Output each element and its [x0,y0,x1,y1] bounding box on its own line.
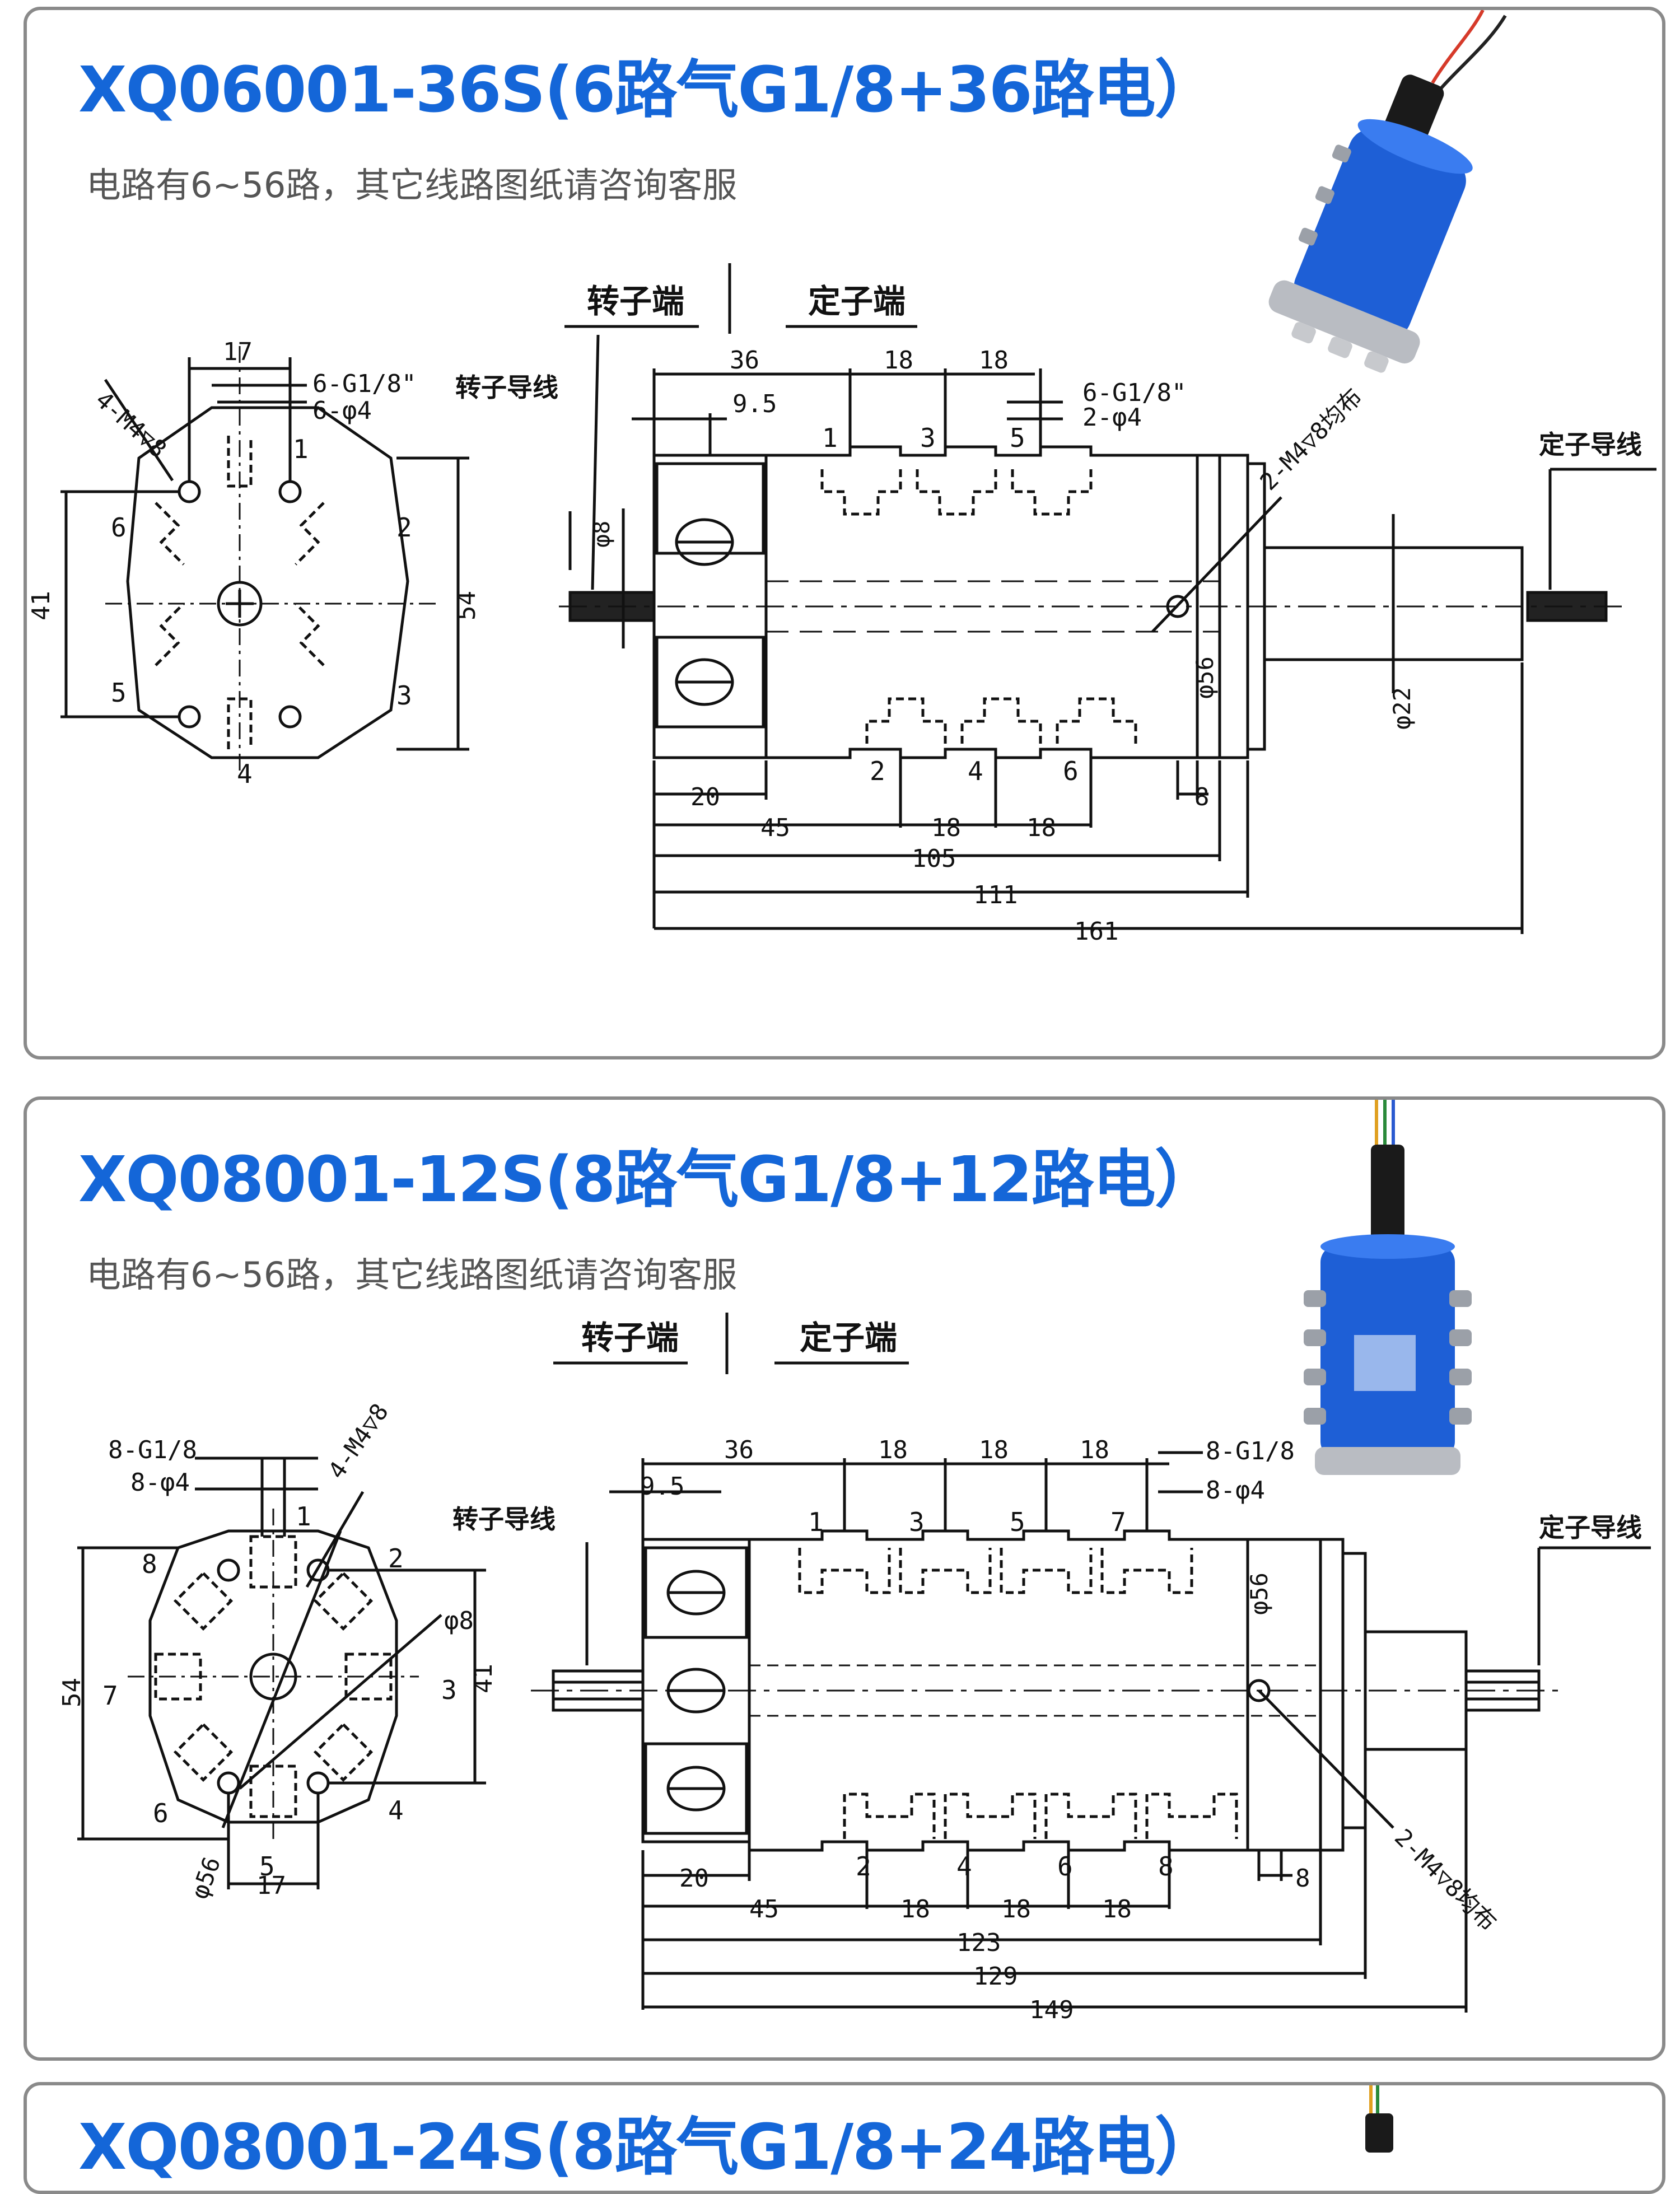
product-title: XQ08001-24S(8路气G1/8+24路电） [78,2111,1217,2184]
dim-phi56: φ56 [1245,1572,1273,1615]
dim-18-c: 18 [931,814,961,842]
dim-161: 161 [1074,917,1118,946]
port-number: 3 [441,1675,457,1705]
port-number: 2 [388,1543,404,1574]
port-number: 6 [1057,1851,1073,1882]
mount-holes-right-label: 2-M4▽8均布 [1254,383,1367,496]
stator-wire-label: 定子导线 [1539,1513,1642,1543]
dim-9-5: 9.5 [640,1472,684,1501]
port-number: 3 [396,680,412,711]
technical-drawing: 转子端 定子端 转子导线 定子导线 4-M4▽8 2-M4▽8均布 8-G1/8… [58,1313,1651,2024]
dim-phi8: φ8 [444,1607,474,1635]
dim-20: 20 [690,783,720,811]
stator-end-label: 定子端 [808,282,906,320]
dim-18-c: 18 [1080,1436,1109,1464]
ports-left-thread-label: 6-G1/8" [312,370,416,398]
dim-18-b: 18 [979,346,1009,375]
port-number: 4 [968,756,983,786]
dim-9-5: 9.5 [732,390,777,418]
ports-left-hole-label: 8-φ4 [130,1468,190,1497]
mount-holes-left-label: 4-M4▽8 [90,386,172,463]
dim-17: 17 [256,1871,286,1900]
dim-8: 8 [1295,1864,1310,1893]
dim-41: 41 [469,1664,498,1693]
ports-right-thread-label: 8-G1/8 [1206,1437,1295,1465]
product-card-3: XQ08001-24S(8路气G1/8+24路电） [24,2082,1665,2194]
ports-right-thread-label: 6-G1/8" [1082,379,1186,407]
ports-left-thread-label: 8-G1/8 [108,1436,197,1464]
port-number: 1 [296,1501,311,1532]
stator-wire-label: 定子导线 [1539,430,1642,460]
port-number: 1 [293,434,309,464]
ports-right-hole-label: 8-φ4 [1206,1476,1265,1505]
dim-18-a: 18 [878,1436,908,1464]
port-number: 7 [102,1680,118,1711]
port-number: 4 [237,759,253,789]
dim-111: 111 [973,881,1018,909]
port-number: 5 [1010,1507,1025,1537]
port-number: 4 [956,1851,972,1882]
port-number: 2 [870,756,885,786]
dim-18-d: 18 [1026,814,1056,842]
ports-left-hole-label: 6-φ4 [312,396,372,425]
product-title: XQ06001-36S(6路气G1/8+36路电） [78,54,1217,127]
port-number: 5 [1010,423,1025,453]
port-number: 6 [1063,756,1079,786]
dim-129: 129 [973,1962,1018,1991]
dim-54: 54 [452,591,481,620]
dim-phi8: φ8 [589,521,615,548]
port-number: 1 [822,423,838,453]
stator-end-label: 定子端 [800,1319,897,1357]
dim-36: 36 [730,346,759,375]
port-number: 3 [909,1507,925,1537]
dim-18-d: 18 [900,1895,930,1924]
port-number: 8 [1158,1851,1174,1882]
dim-36: 36 [724,1436,754,1464]
dim-45: 45 [760,814,790,842]
technical-drawing: 转子端 定子端 转子导线 定子导线 4-M4▽8 2-M4▽8均布 6-G1/8… [27,263,1656,946]
product-card-2: XQ08001-12S(8路气G1/8+12路电） 电路有6~56路，其它线路图… [24,1096,1665,2061]
port-number: 1 [808,1507,824,1537]
rotor-end-label: 转子端 [581,1319,679,1357]
port-number: 6 [153,1798,169,1828]
product-subtitle: 电路有6~56路，其它线路图纸请咨询客服 [86,165,738,206]
rotor-wire-label: 转子导线 [452,1504,556,1534]
dim-phi22: φ22 [1388,687,1416,730]
dim-20: 20 [679,1864,709,1893]
dim-17: 17 [223,338,253,366]
dim-105: 105 [912,844,956,873]
rotor-wire-label: 转子导线 [455,372,558,403]
ports-right-hole-label: 2-φ4 [1082,403,1142,432]
dim-54: 54 [58,1678,86,1707]
dim-18-b: 18 [979,1436,1009,1464]
dim-41: 41 [27,591,55,620]
rotor-end-label: 转子端 [587,282,684,320]
product-card-1: XQ06001-36S(6路气G1/8+36路电） 电路有6~56路，其它线路图… [24,7,1665,1059]
port-number: 8 [142,1549,157,1579]
dim-18-f: 18 [1102,1895,1132,1924]
mount-holes-left-label: 4-M4▽8 [323,1398,394,1483]
dim-phi56-left: φ56 [185,1853,226,1902]
dim-phi56: φ56 [1191,656,1219,699]
mount-holes-right-label: 2-M4▽8均布 [1389,1823,1502,1936]
product-photo [1365,2085,1393,2153]
product-photo [1304,1100,1472,1475]
dim-149: 149 [1029,1996,1074,2024]
port-number: 7 [1110,1507,1126,1537]
dim-123: 123 [956,1929,1001,1957]
dim-18-a: 18 [884,346,913,375]
port-number: 2 [396,512,412,543]
port-number: 2 [856,1851,871,1882]
dim-45: 45 [749,1895,779,1924]
dim-18-e: 18 [1001,1895,1031,1924]
product-title: XQ08001-12S(8路气G1/8+12路电） [78,1143,1217,1216]
port-number: 6 [111,512,127,543]
product-photo [1268,10,1507,373]
product-subtitle: 电路有6~56路，其它线路图纸请咨询客服 [86,1254,738,1295]
port-number: 5 [111,678,127,708]
port-number: 3 [920,423,936,453]
port-number: 4 [388,1795,404,1826]
dim-8: 8 [1194,783,1210,811]
port-number: 5 [259,1851,275,1882]
